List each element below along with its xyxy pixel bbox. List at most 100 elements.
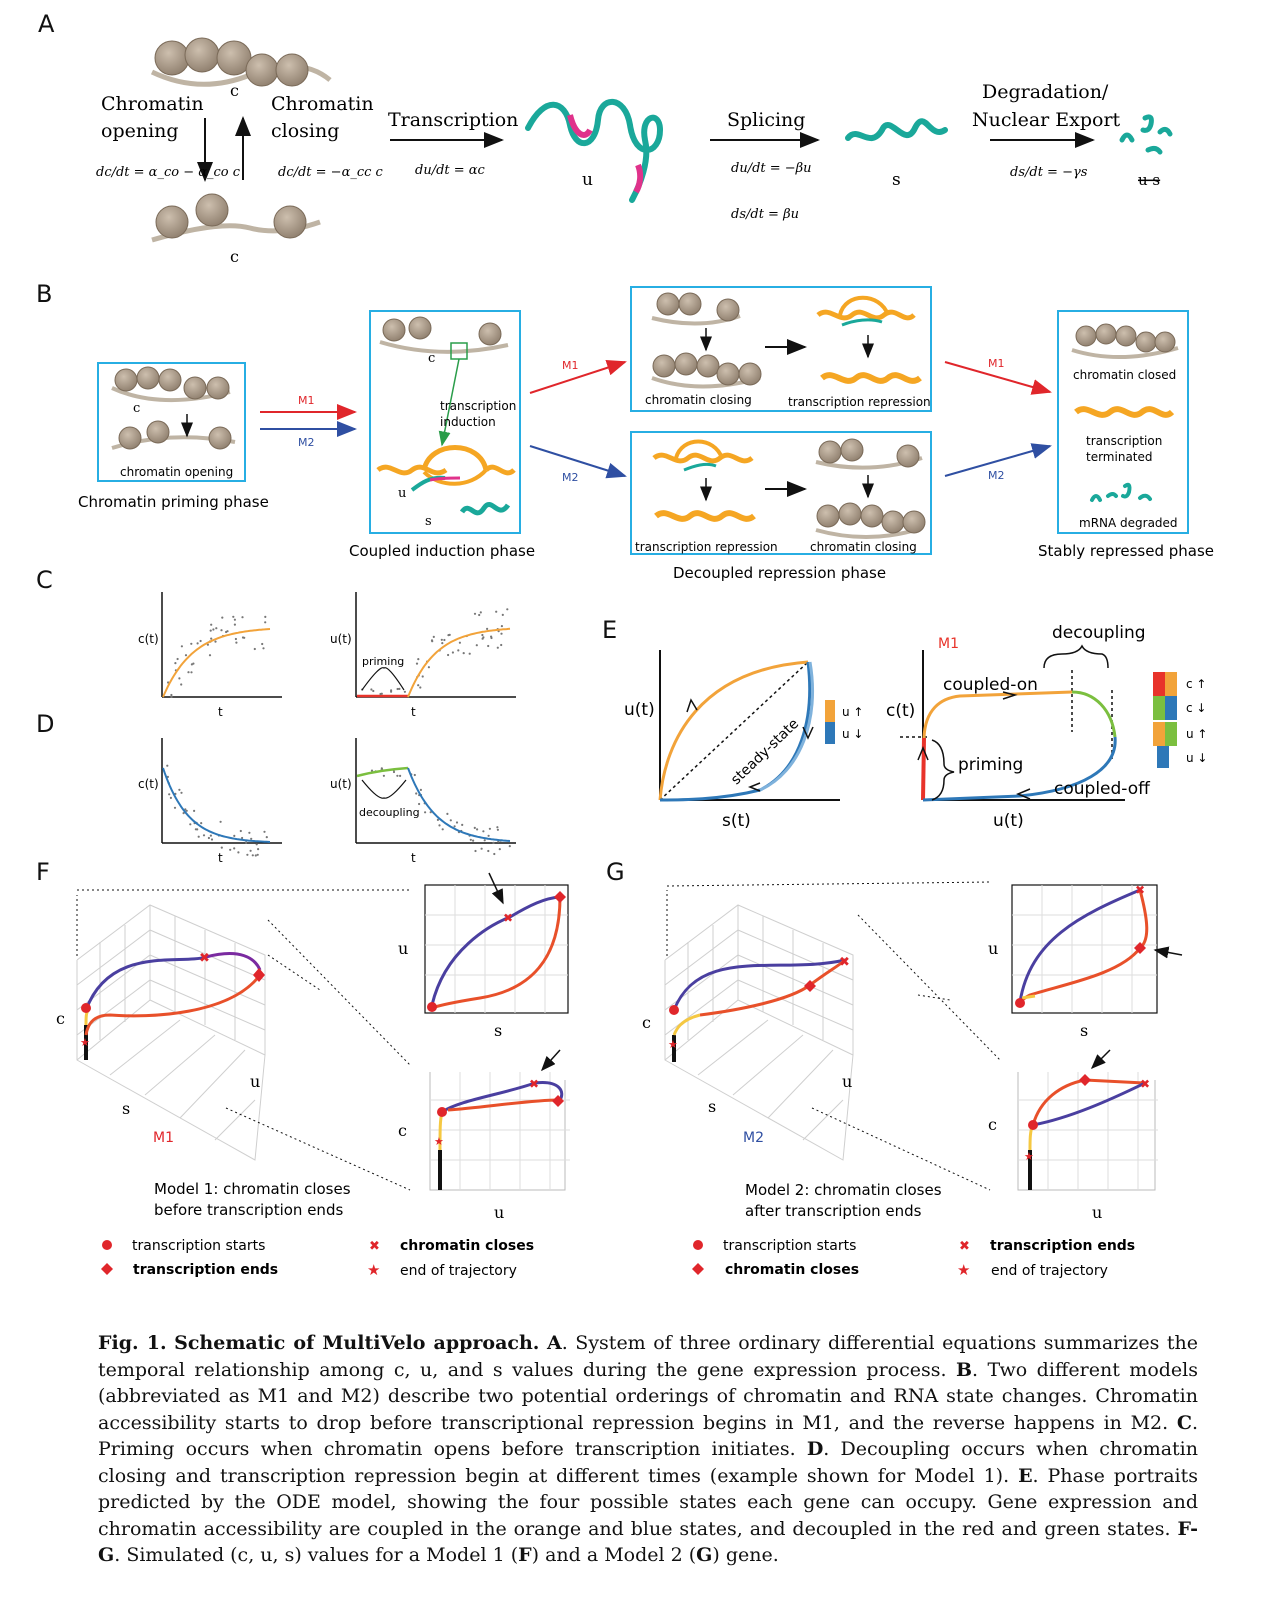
scatter-dot <box>493 852 496 856</box>
scatter-dot <box>220 629 223 632</box>
scatter-dot <box>189 823 192 826</box>
scatter-dot <box>209 629 212 632</box>
chromatin-closing-l1: Chromatin <box>271 93 374 115</box>
panel-f: ✖ ★ c s u M1 ✖ u s <box>56 872 570 1279</box>
scatter-dot <box>461 823 464 827</box>
induction-s: s <box>425 514 432 529</box>
scatter-dot <box>476 828 479 831</box>
caption-label-f: F <box>518 1544 532 1566</box>
scatter-dot <box>403 690 406 693</box>
scatter-dot <box>458 641 461 644</box>
stable-mrna-degraded: mRNA degraded <box>1079 516 1178 530</box>
degraded-rna-graphic <box>1119 114 1173 155</box>
caption-label-e: E <box>1018 1464 1033 1487</box>
g-bottom-plot: ✖ ★ c u <box>988 1049 1158 1222</box>
scatter-dot <box>447 653 450 657</box>
scatter-dot <box>196 828 199 831</box>
scatter-dot <box>413 773 416 777</box>
m1-box-right-label: transcription repression <box>788 395 931 409</box>
scatter-dot <box>447 634 450 637</box>
e-legend-u-up-2: u ↑ <box>1186 727 1207 741</box>
scatter-dot <box>220 846 223 849</box>
panel-label-f: F <box>36 858 50 886</box>
g-top-plot: ✖ u s <box>988 883 1183 1040</box>
scatter-dot <box>173 806 177 809</box>
scatter-dot <box>419 686 422 689</box>
f-bottom-xlabel: u <box>494 1203 504 1222</box>
f-legend-1: transcription starts <box>132 1238 265 1254</box>
scatter-dot <box>424 811 427 814</box>
scatter-dot <box>487 834 490 837</box>
m2-box-left-label: transcription repression <box>635 540 778 554</box>
panel-c: c(t) t priming u(t) t <box>138 592 516 719</box>
scatter-dot <box>229 848 232 851</box>
f-axis-s: s <box>122 1099 130 1118</box>
scatter-dot <box>170 695 173 698</box>
scatter-dot <box>197 835 200 838</box>
chromatin-opening-l2: opening <box>101 120 179 142</box>
svg-text:✖: ✖ <box>503 911 513 925</box>
priming-c: c <box>133 401 140 416</box>
g-axis-c: c <box>642 1013 651 1032</box>
scatter-dot <box>497 840 500 843</box>
scatter-dot <box>185 809 188 812</box>
scatter-dot <box>246 853 249 856</box>
scatter-dot <box>479 611 482 614</box>
chromatin-closed-graphic <box>150 37 332 87</box>
b-m2-b: M2 <box>562 471 579 484</box>
scatter-dot <box>199 639 202 643</box>
caption-text-f2: ) and a Model 2 ( <box>531 1544 697 1566</box>
g-3d-plot <box>664 904 854 1161</box>
scatter-dot <box>184 654 188 657</box>
panel-e: steady-state u(t) s(t) u ↑ u ↓ M1 decoup… <box>624 623 1207 831</box>
figure-caption: Fig. 1. Schematic of MultiVelo approach.… <box>98 1330 1198 1569</box>
scatter-dot <box>187 671 190 674</box>
scatter-dot <box>443 638 446 642</box>
d-left-ylabel: c(t) <box>138 777 159 791</box>
scatter-dot <box>432 635 435 639</box>
scatter-dot <box>209 834 212 837</box>
c-right-xlabel: t <box>411 705 416 719</box>
degraded-us-label: u s <box>1138 171 1160 189</box>
a-c-top: c <box>230 81 239 100</box>
caption-label-a: A <box>546 1332 562 1354</box>
panel-label-e: E <box>602 616 617 644</box>
chromatin-closing-l2: closing <box>271 120 339 142</box>
scatter-dot <box>370 688 373 691</box>
scatter-dot <box>196 642 199 645</box>
g-legend: transcription starts ✖ transcription end… <box>692 1238 1135 1279</box>
stable-box <box>1057 310 1189 534</box>
caption-text-e: . Phase portraits predicted by the ODE m… <box>98 1464 1198 1540</box>
scatter-dot <box>214 640 217 643</box>
scatter-dot <box>482 830 485 833</box>
panel-g: ✖ ★ c s u M2 ✖ u s <box>642 881 1183 1279</box>
panel-label-c: C <box>36 566 53 594</box>
panel-label-b: B <box>36 280 52 308</box>
e-left-on-curve <box>658 660 809 801</box>
scatter-dot <box>249 849 252 852</box>
e-left-xlabel: s(t) <box>722 811 751 831</box>
scatter-dot <box>451 651 454 654</box>
scatter-dot <box>441 828 444 831</box>
scatter-dot <box>446 812 449 816</box>
panel-label-d: D <box>36 710 54 738</box>
e-legend-c-up: c ↑ <box>1186 677 1206 691</box>
g-top-ylabel: u <box>988 939 998 958</box>
scatter-dot <box>262 647 265 650</box>
g-bottom-ylabel: c <box>988 1115 997 1134</box>
chromatin-open-graphic <box>151 193 321 243</box>
scatter-dot <box>233 847 236 850</box>
g-axis-s: s <box>708 1097 716 1116</box>
b-m1-b: M1 <box>562 359 579 372</box>
scatter-dot <box>256 853 259 856</box>
e-legend-u-down-2: u ↓ <box>1186 751 1207 765</box>
scatter-dot <box>248 831 251 834</box>
scatter-dot <box>495 610 498 613</box>
svg-text:★: ★ <box>80 1036 90 1049</box>
scatter-dot <box>178 788 181 791</box>
scatter-dot <box>379 692 382 696</box>
e-right-phase-portrait: M1 decoupling coupled-on priming coupled… <box>886 623 1207 831</box>
scatter-dot <box>264 615 267 619</box>
c-right-plot: priming u(t) t <box>330 592 516 719</box>
